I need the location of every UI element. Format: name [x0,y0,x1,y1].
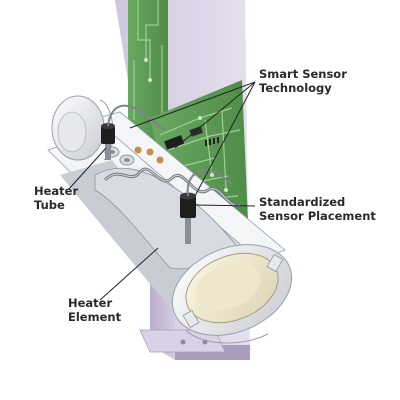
label-smart-sensor-line-1: Smart Sensor [259,67,347,81]
callout-line-heater-tube [67,147,107,191]
pcb-strip-vertical [128,0,168,150]
callout-lines [67,81,256,301]
sensor-probe-upper [101,104,166,160]
label-smart-sensor-line-2: Technology [259,81,332,95]
sensor-probe-lower [180,168,233,244]
callout-line-smart-sensor-2 [174,81,256,149]
heater-element-coil [103,167,241,207]
label-heater-tube: Heater Tube [34,184,78,212]
right-end-cap [171,244,293,344]
label-heater-tube-line-2: Tube [34,198,65,212]
callout-line-smart-sensor-1 [129,81,256,129]
label-heater-element: Heater Element [68,296,121,324]
callout-line-standardized [195,204,256,207]
label-heater-element-line-2: Element [68,310,122,324]
label-standardized-line-2: Sensor Placement [259,209,376,223]
label-standardized-sensor-placement: Standardized Sensor Placement [259,195,376,223]
label-standardized-line-1: Standardized [259,195,346,209]
label-heater-element-line-1: Heater [68,296,113,310]
label-smart-sensor-technology: Smart Sensor Technology [259,67,347,95]
left-end-cap [51,95,114,161]
callout-line-heater-element [99,247,159,301]
callout-line-smart-sensor-3 [194,81,256,197]
label-heater-tube-line-1: Heater [34,184,79,198]
